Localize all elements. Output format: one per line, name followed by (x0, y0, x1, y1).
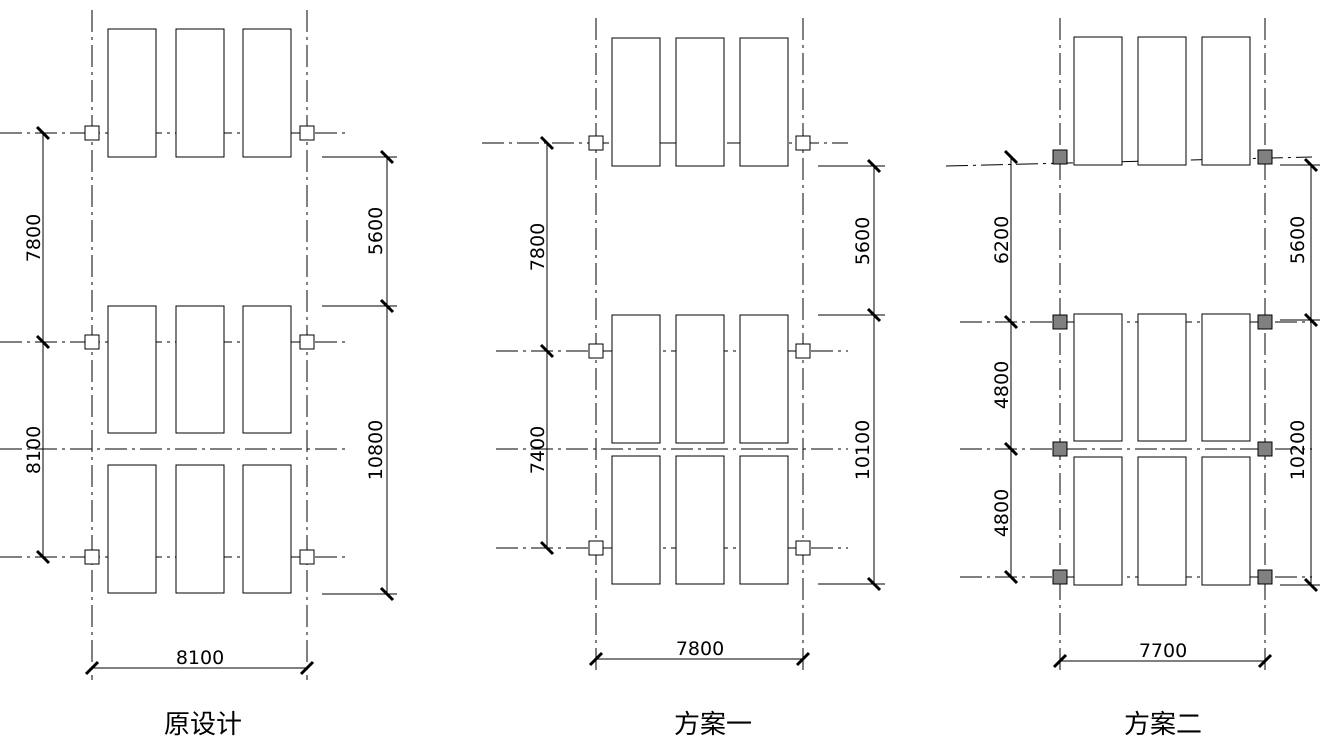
dim-label: 5600 (852, 217, 874, 265)
dim-label: 4800 (991, 489, 1013, 537)
dim-label: 4800 (991, 361, 1013, 409)
right-dimension (322, 149, 397, 602)
dim-label: 5600 (365, 207, 387, 255)
bottom-dimension (84, 660, 315, 676)
left-dimension (1003, 149, 1019, 585)
right-dimension (818, 158, 885, 592)
dim-label: 8100 (176, 647, 224, 669)
plan-scheme-1: 7800 7400 5600 10100 7800 方案一 (482, 18, 885, 740)
plan-caption: 原设计 (164, 710, 242, 740)
dim-label: 5600 (1287, 216, 1309, 264)
plan-original: 7800 8100 5600 10800 8100 原设计 (0, 10, 397, 740)
bottom-dimension (1052, 653, 1273, 669)
dim-label: 7800 (676, 638, 724, 660)
parking-stalls (107, 28, 292, 594)
dim-label: 7700 (1139, 640, 1187, 662)
columns (588, 135, 811, 556)
plan-caption: 方案一 (674, 710, 752, 740)
dim-label: 10800 (365, 420, 387, 480)
plan-scheme-2: 6200 4800 4800 5600 10200 7700 方案二 (945, 18, 1320, 740)
bottom-dimension (588, 651, 811, 667)
columns (84, 125, 315, 565)
dim-label: 7400 (527, 426, 549, 474)
dim-label: 8100 (23, 426, 45, 474)
left-dimension (539, 135, 555, 556)
dim-label: 10100 (852, 420, 874, 480)
left-dimension (35, 125, 51, 565)
dim-label: 6200 (991, 216, 1013, 264)
parking-stalls (1073, 36, 1251, 586)
dim-label: 7800 (23, 214, 45, 262)
plan-caption: 方案二 (1124, 710, 1202, 740)
dim-label: 10200 (1287, 420, 1309, 480)
columns (1052, 149, 1273, 585)
parking-stalls (611, 37, 789, 585)
dim-label: 7800 (527, 223, 549, 271)
right-dimension (1280, 157, 1320, 593)
axis-line (945, 156, 1313, 167)
